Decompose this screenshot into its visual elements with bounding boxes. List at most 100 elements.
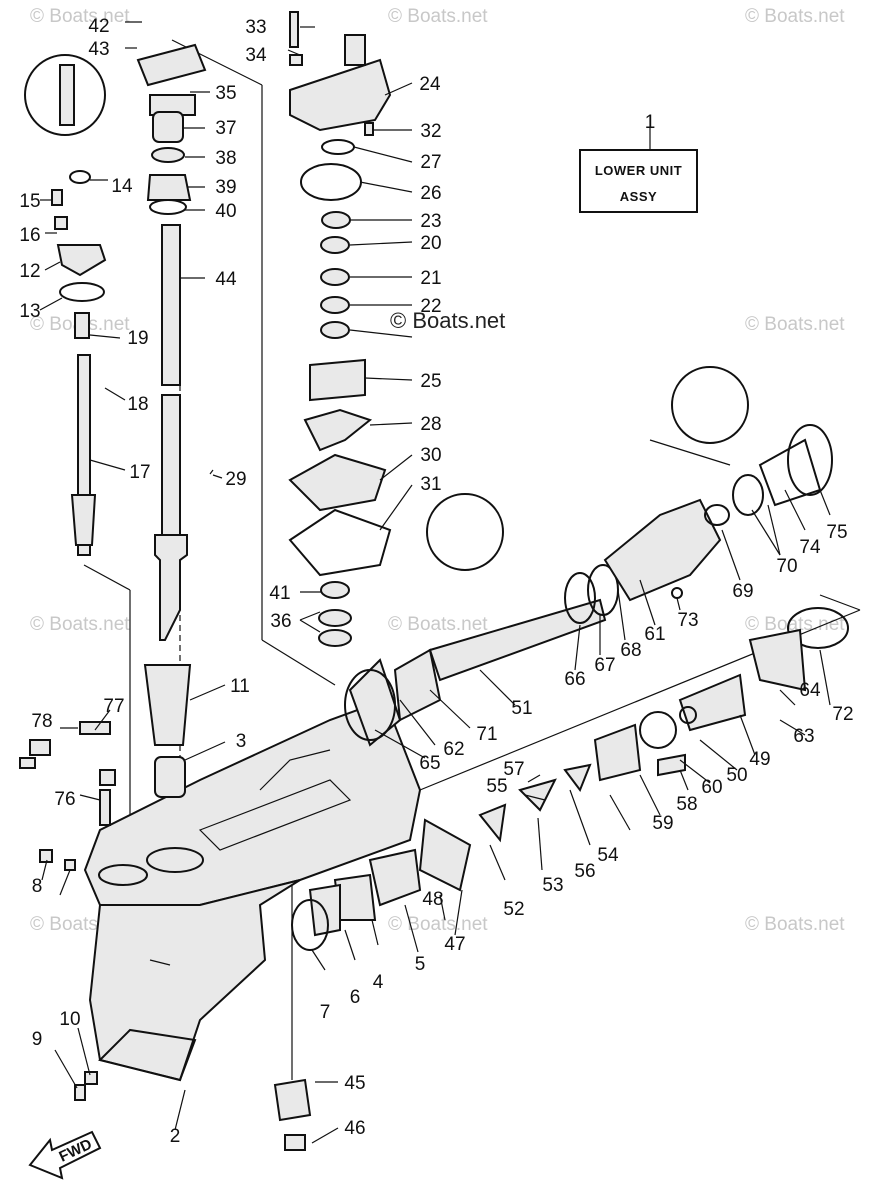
callout-label: 26 (420, 183, 441, 204)
drive-shaft-assembly (136, 43, 207, 798)
assembly-subtitle: ASSY (620, 189, 657, 204)
callout-label: 61 (644, 624, 665, 645)
callout-label: 45 (344, 1073, 365, 1094)
callout-label: 39 (215, 177, 236, 198)
callout-label: 14 (111, 176, 133, 197)
lower-unit-housing (83, 698, 422, 1082)
callout-label: 29 (225, 469, 246, 490)
callout-label: 15 (19, 191, 40, 212)
callout-label: 40 (215, 201, 236, 222)
watermark-dark: © Boats.net (390, 308, 505, 333)
callout-label: 5 (415, 954, 426, 975)
callout-label: 4 (373, 972, 384, 993)
callout-label: 66 (564, 669, 585, 690)
callout-label: 22 (420, 296, 441, 317)
assembly-title: LOWER UNIT (595, 163, 682, 178)
callout-label: 71 (476, 724, 497, 745)
callout-label: 48 (422, 889, 443, 910)
shift-rod-assembly (24, 54, 107, 556)
callout-label: 28 (420, 414, 441, 435)
callout-label: 56 (574, 861, 595, 882)
callout-label: 78 (31, 711, 52, 732)
callout-label: 41 (269, 583, 290, 604)
callout-label: 18 (127, 394, 148, 415)
assembly-box: LOWER UNIT ASSY (579, 115, 698, 213)
callout-label: 64 (799, 680, 821, 701)
callout-label: 11 (230, 676, 250, 697)
callout-label: 67 (594, 655, 615, 676)
callout-label: 74 (799, 537, 821, 558)
callout-label: 23 (420, 211, 441, 232)
watermark: © Boats.net (30, 614, 130, 635)
watermark: © Boats.net (388, 6, 488, 27)
callout-label: 51 (511, 698, 532, 719)
propeller-shaft-assembly (344, 366, 833, 747)
water-pump-assembly (209, 11, 392, 647)
callout-label: 69 (732, 581, 753, 602)
watermark: © Boats.net (388, 914, 488, 935)
callout-label: 24 (419, 74, 441, 95)
callout-label: 54 (597, 845, 619, 866)
callout-label: 55 (486, 776, 507, 797)
callout-label: 73 (677, 610, 698, 631)
callout-label: 77 (103, 696, 124, 717)
callout-label: 1 (645, 112, 656, 133)
callout-label: 75 (826, 522, 847, 543)
callout-label: 7 (320, 1002, 331, 1023)
callout-label: 72 (832, 704, 853, 725)
callout-label: 12 (19, 261, 40, 282)
callout-label: 16 (19, 225, 40, 246)
callout-label: 38 (215, 148, 236, 169)
fwd-arrow: FWD (28, 1130, 102, 1180)
watermark: © Boats.net (745, 314, 845, 335)
callout-leaders (39, 21, 831, 1144)
callout-label: 58 (676, 794, 697, 815)
watermarks: © Boats.net © Boats.net © Boats.net © Bo… (30, 6, 845, 935)
callout-label: 31 (420, 474, 441, 495)
callout-label: 50 (726, 765, 747, 786)
callout-label: 59 (652, 813, 673, 834)
callout-label: 47 (444, 934, 465, 955)
gear-clutch-assembly (273, 607, 849, 1151)
callout-label: 62 (443, 739, 464, 760)
callout-label: 76 (54, 789, 75, 810)
callout-label: 6 (350, 987, 361, 1008)
callout-label: 43 (88, 39, 109, 60)
callout-label: 25 (420, 371, 441, 392)
callout-label: 30 (420, 445, 441, 466)
misc-small-parts (19, 721, 116, 1101)
callout-label: 37 (215, 118, 236, 139)
callout-label: 8 (32, 876, 43, 897)
callout-label: 10 (59, 1009, 80, 1030)
callout-label: 60 (701, 777, 722, 798)
callout-label: 27 (420, 152, 441, 173)
callout-label: 65 (419, 753, 440, 774)
callout-label: 53 (542, 875, 563, 896)
callout-label: 57 (503, 759, 524, 780)
callout-label: 68 (620, 640, 641, 661)
callout-label: 46 (344, 1118, 365, 1139)
callout-label: 17 (129, 462, 150, 483)
callout-label: 9 (32, 1029, 43, 1050)
callout-label: 52 (503, 899, 524, 920)
callout-label: 49 (749, 749, 770, 770)
watermark: © Boats.net (745, 914, 845, 935)
part-number-callouts: 1 2 3 4 5 6 7 8 9 10 11 12 13 14 15 16 1… (19, 16, 853, 1147)
watermark: © Boats.net (745, 6, 845, 27)
watermark: © Boats.net (30, 6, 130, 27)
callout-label: 21 (420, 268, 441, 289)
callout-label: 2 (170, 1126, 181, 1147)
callout-label: 44 (215, 269, 237, 290)
watermark: © Boats.net (388, 614, 488, 635)
callout-label: 70 (776, 556, 797, 577)
watermark: © Boats.net (745, 614, 845, 635)
callout-label: 34 (245, 45, 267, 66)
callout-label: 13 (19, 301, 40, 322)
callout-label: 3 (236, 731, 247, 752)
callout-label: 33 (245, 17, 266, 38)
callout-label: 19 (127, 328, 148, 349)
callout-label: 32 (420, 121, 441, 142)
callout-label: 36 (270, 611, 291, 632)
callout-label: 20 (420, 233, 441, 254)
